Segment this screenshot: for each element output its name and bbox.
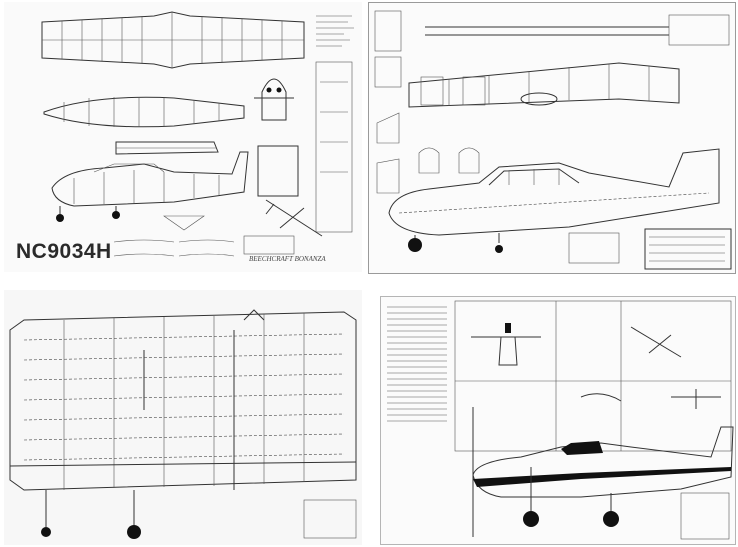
plan-sheet-bottom-left [4,290,362,545]
plan-sheet-top-left: NC9034H BEECHCRAFT BONANZA [4,2,362,272]
registration-number: NC9034H [16,240,112,263]
plan-caption: BEECHCRAFT BONANZA [249,255,326,263]
plan-sheet-bottom-right [380,296,736,545]
plan-drawing-1 [41,11,354,257]
plan-sheet-top-right [368,2,736,274]
plan-drawing-3 [9,309,357,539]
plan-drawing-4 [387,300,734,540]
plan-drawing-2 [374,10,732,270]
